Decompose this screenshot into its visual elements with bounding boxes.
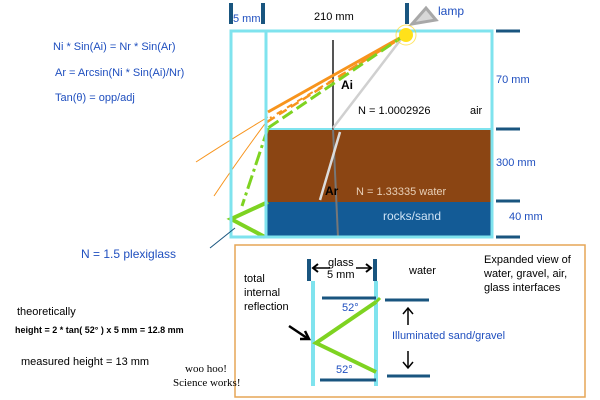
tir-label-2: internal [244, 287, 281, 299]
celebrate-line-2: Science works! [173, 377, 241, 389]
plexiglass-pointer [209, 227, 236, 249]
inset-glass-arrowhead-left [311, 263, 319, 273]
inset-title-3: glass interfaces [484, 282, 561, 294]
tir-label-1: total [244, 273, 265, 285]
lamp-bulb [399, 28, 413, 42]
inset-arrowhead-up [402, 306, 414, 315]
sand-height-label: 40 mm [509, 211, 543, 223]
inset-frame [234, 244, 586, 398]
water-layer [266, 129, 492, 202]
plexiglass-label: N = 1.5 plexiglass [81, 247, 177, 261]
water-index-label: N = 1.33335 water [356, 186, 447, 198]
air-label: air [470, 105, 483, 117]
inset-angle-bottom: 52° [336, 364, 353, 376]
sand-layer [266, 202, 492, 237]
illuminated-label: Illuminated sand/gravel [392, 330, 506, 342]
measured-height: measured height = 13 mm [21, 356, 150, 368]
green-ray-air [267, 33, 406, 130]
inset-arrowhead-down [402, 361, 414, 370]
glass-width-label: 5 mm [233, 13, 261, 25]
tir-pointer [288, 324, 308, 340]
refracted-angle-label: Ar [325, 184, 339, 198]
water-height-label: 300 mm [496, 157, 536, 169]
orange-stray-ray-2 [213, 120, 268, 197]
sand-label: rocks/sand [383, 209, 442, 223]
inset-angle-top: 52° [342, 302, 359, 314]
tir-pointer-head [300, 330, 312, 341]
theoretical-formula: height = 2 * tan( 52° ) x 5 mm = 12.8 mm [15, 325, 184, 335]
inset-ray-entry [374, 296, 382, 304]
orange-ray-1 [267, 33, 406, 114]
arcsin-equation: Ar = Arcsin(Ni * Sin(Ai)/Nr) [55, 67, 185, 79]
tir-label-3: reflection [244, 301, 289, 313]
tank-outer-wall [229, 29, 494, 239]
green-ray-tir [226, 200, 269, 239]
inset-title-1: Expanded view of [484, 254, 571, 266]
air-height-label: 70 mm [496, 74, 530, 86]
reference-ray-air [332, 33, 406, 129]
lamp-icon [408, 5, 439, 27]
tank-width-label: 210 mm [314, 11, 354, 23]
inset-glass-width: 5 mm [327, 269, 355, 281]
green-ray-wall [240, 127, 270, 207]
lamp-label: lamp [438, 4, 465, 18]
tangent-equation: Tan(θ) = opp/adj [55, 92, 135, 104]
inset-glass-arrowhead-right [365, 263, 373, 273]
inset-water-label: water [409, 265, 436, 277]
normal-line-lower [332, 128, 339, 238]
theoretical-label: theoretically [17, 306, 76, 318]
inset-tir-ray [312, 300, 378, 374]
reference-ray-water [318, 131, 342, 201]
snell-equation: Ni * Sin(Ai) = Nr * Sin(Ar) [53, 41, 176, 53]
air-index-label: N = 1.0002926 [358, 105, 431, 117]
celebrate-line-1: woo hoo! [185, 363, 227, 375]
lamp-glow [395, 24, 417, 46]
inset-title-2: water, gravel, air, [484, 268, 568, 280]
inset-glass-label: glass [328, 257, 354, 269]
incident-angle-label: Ai [341, 78, 353, 92]
